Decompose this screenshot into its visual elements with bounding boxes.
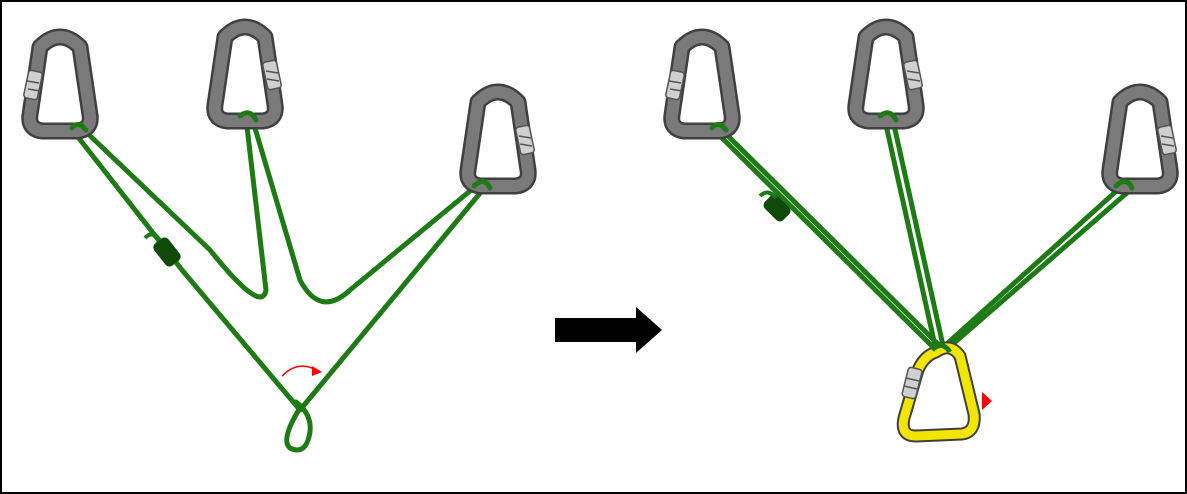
after-panel bbox=[665, 27, 1177, 443]
knot-after bbox=[758, 190, 791, 222]
knot-before bbox=[143, 232, 181, 267]
arrow-right-icon bbox=[555, 307, 662, 353]
before-panel bbox=[23, 27, 535, 453]
rotation-hint-icon bbox=[281, 365, 322, 377]
master-point-carabiner-icon bbox=[896, 341, 981, 443]
rope-after bbox=[711, 113, 1131, 353]
rope-before bbox=[71, 115, 489, 453]
pointer-icon bbox=[982, 392, 992, 410]
